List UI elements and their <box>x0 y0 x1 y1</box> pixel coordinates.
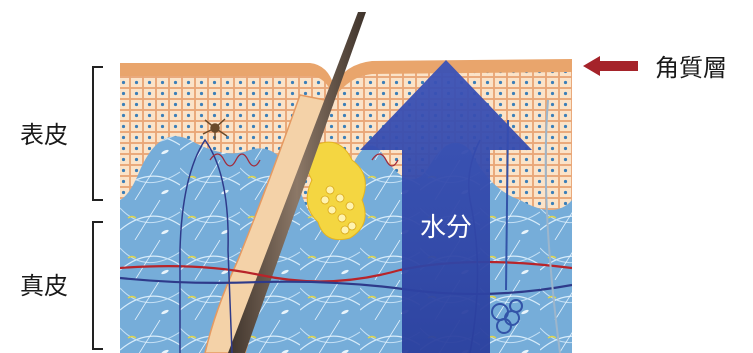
epidermis-bracket <box>93 67 103 200</box>
left-arrow-icon <box>583 56 638 76</box>
skin-illustration: 水分 <box>120 12 572 353</box>
dermis-bracket <box>93 222 103 349</box>
moisture-label: 水分 <box>420 213 472 243</box>
dermis-label: 真皮 <box>20 272 68 300</box>
stratum-corneum-label: 角質層 <box>655 54 727 82</box>
epidermis-label: 表皮 <box>20 121 68 149</box>
